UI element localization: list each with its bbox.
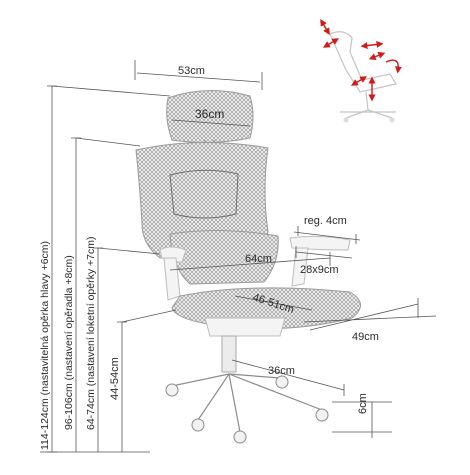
label-chair-depth: 49cm bbox=[352, 331, 379, 343]
dimension-lines bbox=[40, 60, 437, 453]
adjust-arrows-icon bbox=[320, 18, 402, 102]
casters bbox=[165, 375, 329, 444]
chair-illustration bbox=[135, 90, 361, 444]
gas-lift bbox=[221, 335, 237, 373]
label-caster-height: 6cm bbox=[357, 393, 369, 414]
label-total-height: 114-124cm (nastavitelná opěrka hlavy +6c… bbox=[39, 241, 51, 450]
star-base bbox=[171, 373, 323, 433]
label-armrest-pad: 28x9cm bbox=[300, 264, 339, 276]
label-base-radius: 36cm bbox=[268, 365, 295, 377]
label-backrest-height: 96-106cm (nastavení opěradla +8cm) bbox=[63, 255, 75, 430]
lumbar-support bbox=[169, 169, 239, 219]
label-armrest-adjust: reg. 4cm bbox=[304, 215, 347, 227]
label-seat-height: 44-54cm bbox=[109, 357, 121, 400]
label-headrest-width: 36cm bbox=[195, 107, 224, 121]
seat-mechanism bbox=[204, 317, 286, 337]
label-seat-width: 64cm bbox=[245, 253, 272, 265]
label-width-overall: 53cm bbox=[178, 65, 205, 77]
headrest bbox=[166, 90, 254, 144]
label-armrest-height: 64-74cm (nastavení loketní opěrky +7cm) bbox=[85, 237, 97, 430]
adjustment-thumbnail bbox=[320, 18, 402, 123]
backrest-lower bbox=[169, 229, 279, 285]
